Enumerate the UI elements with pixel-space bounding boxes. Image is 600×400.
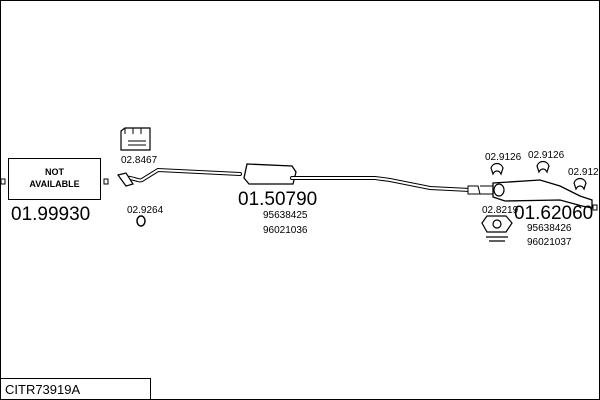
part-middle-silencer[interactable]: 01.50790 95638425 96021036 [116, 163, 481, 236]
diagram-code: CITR73919A [5, 382, 80, 397]
fitting-label-4: 02.9126 [528, 150, 565, 161]
rear-silencer-body-icon [492, 179, 593, 209]
fitting-label-1: 02.8467 [121, 155, 158, 166]
fitting-rubber-mount-2[interactable]: 02.9126 [528, 150, 565, 174]
not-available-box [8, 158, 101, 200]
fitting-rubber-mount-1[interactable]: 02.9126 [485, 152, 522, 176]
part-number-2: 01.50790 [238, 189, 317, 210]
fitting-clamp-2[interactable]: 02.8219 [481, 205, 519, 242]
ring-icon [136, 215, 146, 227]
right-connector-marker [103, 178, 109, 185]
clamp-2-ring-icon [492, 219, 502, 229]
oe-number-2a: 95638425 [263, 210, 308, 221]
clamp-detail-icon [124, 128, 146, 146]
part-number-1: 01.99930 [11, 204, 90, 225]
pipe-rear-section-inner [291, 177, 471, 191]
left-connector-marker [0, 178, 6, 185]
not-available-line1: NOT [45, 167, 65, 177]
middle-silencer-body-icon [243, 163, 297, 185]
fitting-rubber-mount-3[interactable]: 02.9126 [568, 167, 600, 191]
fitting-clamp-1[interactable]: 02.8467 [120, 127, 158, 166]
end-connector-marker [592, 204, 598, 211]
fitting-label-3: 02.9126 [485, 152, 522, 163]
rear-pipe-end-icon [467, 185, 481, 195]
rear-silencer-inlet-icon [480, 185, 493, 195]
oe-number-2b: 96021036 [263, 225, 308, 236]
fitting-label-6: 02.8219 [482, 205, 519, 216]
part-number-3: 01.62060 [514, 203, 593, 224]
rubber-mount-icon-3 [573, 177, 587, 191]
rubber-mount-icon-1 [490, 162, 504, 176]
fitting-label-5: 02.9126 [568, 167, 600, 178]
fitting-label-2: 02.9264 [127, 205, 164, 216]
part-front-pipe[interactable]: NOT AVAILABLE 01.99930 [0, 158, 109, 226]
part-rear-silencer[interactable]: 01.62060 95638426 96021037 [480, 179, 598, 248]
front-flange-icon [116, 172, 134, 187]
fitting-ring[interactable]: 02.9264 [127, 205, 164, 227]
rear-silencer-inlet-ring-icon [493, 183, 505, 197]
rubber-mount-icon-2 [536, 160, 550, 174]
oe-number-3b: 96021037 [527, 237, 572, 248]
not-available-line2: AVAILABLE [29, 179, 79, 189]
oe-number-3a: 95638426 [527, 223, 572, 234]
clamp-2-bolt-icon [486, 236, 508, 242]
